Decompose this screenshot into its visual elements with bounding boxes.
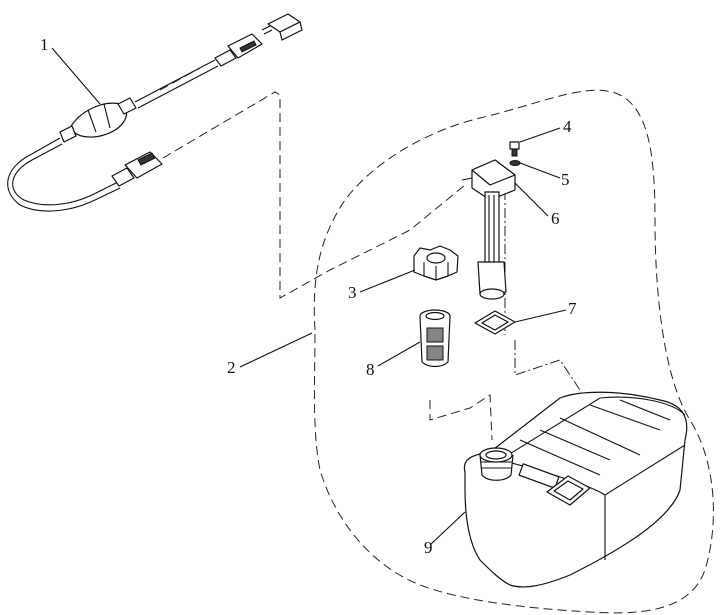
connection-line (162, 91, 466, 299)
callout-9: 9 (424, 538, 433, 557)
callout-1: 1 (40, 35, 49, 54)
fuel-tank-part (463, 391, 688, 588)
screw-part (509, 141, 520, 157)
washer-part (509, 160, 521, 166)
callout-2: 2 (227, 358, 236, 377)
assembly-boundary (313, 89, 714, 614)
center-line (514, 340, 581, 460)
callout-7: 7 (568, 299, 577, 318)
callout-6: 6 (551, 209, 560, 228)
callout-8: 8 (366, 360, 375, 379)
float-part (413, 245, 459, 281)
callout-5: 5 (561, 170, 570, 189)
filter-part (419, 309, 451, 368)
leader-lines (51, 47, 567, 546)
gasket-part (474, 310, 516, 335)
fuel-line-assembly (7, 13, 303, 212)
connection-line (429, 394, 493, 441)
callout-3: 3 (348, 283, 357, 302)
callout-4: 4 (563, 117, 572, 136)
fuel-gauge-part (461, 159, 516, 300)
